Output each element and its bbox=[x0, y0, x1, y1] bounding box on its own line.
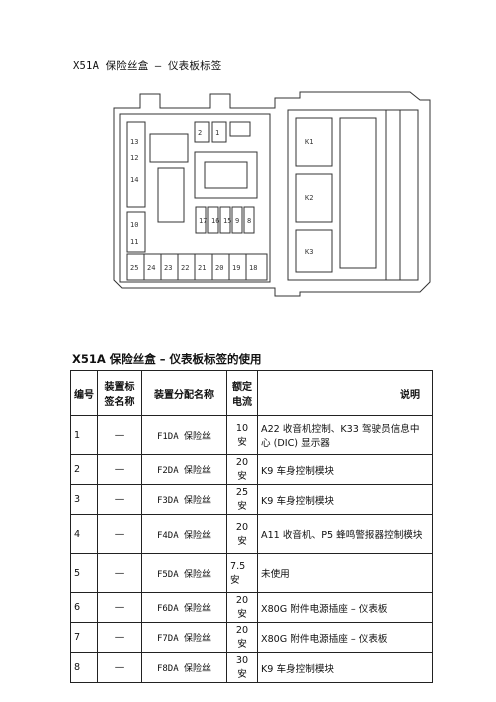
fuse-label: 1 bbox=[215, 129, 219, 137]
cell-name: F2DA 保险丝 bbox=[141, 454, 227, 485]
table-header-row: 编号 装置标签名称 装置分配名称 额定电流 说明 bbox=[70, 370, 433, 416]
table-row: 8 — F8DA 保险丝 30 安 K9 车身控制模块 bbox=[70, 652, 433, 683]
header-device-label: 装置标签名称 bbox=[97, 370, 142, 416]
cell-name: F3DA 保险丝 bbox=[141, 484, 227, 515]
table-row: 7 — F7DA 保险丝 20 安 X80G 附件电源插座 – 仪表板 bbox=[70, 622, 433, 653]
cell-current: 30 安 bbox=[226, 652, 258, 683]
fuse-label: 15 bbox=[223, 217, 231, 225]
relay-label-k1: K1 bbox=[305, 138, 313, 146]
fuse-label: 16 bbox=[211, 217, 219, 225]
header-distribution-name: 装置分配名称 bbox=[141, 370, 227, 416]
cell-current: 10 安 bbox=[226, 415, 258, 455]
fuse-label: 23 bbox=[164, 264, 172, 272]
cell-label: — bbox=[97, 622, 142, 653]
relay-label-k2: K2 bbox=[305, 194, 313, 202]
fuse-label: 24 bbox=[147, 264, 155, 272]
table-row: 6 — F6DA 保险丝 20 安 X80G 附件电源插座 – 仪表板 bbox=[70, 592, 433, 623]
cell-name: F4DA 保险丝 bbox=[141, 514, 227, 554]
cell-name: F7DA 保险丝 bbox=[141, 622, 227, 653]
header-description: 说明 bbox=[257, 370, 433, 416]
table-title: X51A 保险丝盒 – 仪表板标签的使用 bbox=[72, 352, 262, 366]
cell-current: 20 安 bbox=[226, 454, 258, 485]
table-row: 4 — F4DA 保险丝 20 安 A11 收音机、P5 蜂鸣警报器控制模块 bbox=[70, 514, 433, 554]
fuse-label: 11 bbox=[130, 238, 138, 246]
cell-name: F6DA 保险丝 bbox=[141, 592, 227, 623]
cell-no: 6 bbox=[70, 592, 98, 623]
cell-desc: K9 车身控制模块 bbox=[257, 652, 433, 683]
fuse-label: 20 bbox=[215, 264, 223, 272]
cell-desc: K9 车身控制模块 bbox=[257, 454, 433, 485]
cell-no: 8 bbox=[70, 652, 98, 683]
fuse-label: 21 bbox=[198, 264, 206, 272]
cell-name: F1DA 保险丝 bbox=[141, 415, 227, 455]
cell-desc: X80G 附件电源插座 – 仪表板 bbox=[257, 592, 433, 623]
page-title: X51A 保险丝盒 – 仪表板标签 bbox=[73, 60, 222, 72]
fuse-label: 2 bbox=[198, 129, 202, 137]
fuse-label: 8 bbox=[247, 217, 251, 225]
cell-current: 20 安 bbox=[226, 622, 258, 653]
cell-no: 4 bbox=[70, 514, 98, 554]
cell-no: 1 bbox=[70, 415, 98, 455]
cell-label: — bbox=[97, 454, 142, 485]
fuse-label: 12 bbox=[130, 154, 138, 162]
cell-label: — bbox=[97, 652, 142, 683]
fuse-label: 14 bbox=[130, 176, 138, 184]
fuse-label: 18 bbox=[249, 264, 257, 272]
cell-desc: 未使用 bbox=[257, 553, 433, 593]
cell-current: 7.5 安 bbox=[226, 553, 258, 593]
fuse-box-diagram: K1 K2 K3 13 12 14 10 11 2 1 17 16 15 9 8… bbox=[113, 91, 431, 297]
header-no: 编号 bbox=[70, 370, 98, 416]
cell-label: — bbox=[97, 514, 142, 554]
fuse-usage-table: 编号 装置标签名称 装置分配名称 额定电流 说明 1 — F1DA 保险丝 10… bbox=[70, 370, 433, 683]
cell-current: 20 安 bbox=[226, 592, 258, 623]
table-row: 5 — F5DA 保险丝 7.5 安 未使用 bbox=[70, 553, 433, 593]
fuse-label: 9 bbox=[235, 217, 239, 225]
cell-desc: X80G 附件电源插座 – 仪表板 bbox=[257, 622, 433, 653]
fuse-label: 19 bbox=[232, 264, 240, 272]
cell-current: 25 安 bbox=[226, 484, 258, 515]
table-row: 2 — F2DA 保险丝 20 安 K9 车身控制模块 bbox=[70, 454, 433, 485]
fuse-label: 17 bbox=[199, 217, 207, 225]
cell-label: — bbox=[97, 592, 142, 623]
cell-name: F8DA 保险丝 bbox=[141, 652, 227, 683]
table-row: 1 — F1DA 保险丝 10 安 A22 收音机控制、K33 驾驶员信息中心 … bbox=[70, 415, 433, 455]
cell-no: 2 bbox=[70, 454, 98, 485]
fuse-label: 10 bbox=[130, 221, 138, 229]
cell-no: 7 bbox=[70, 622, 98, 653]
cell-label: — bbox=[97, 553, 142, 593]
cell-no: 5 bbox=[70, 553, 98, 593]
cell-no: 3 bbox=[70, 484, 98, 515]
header-rated-current: 额定电流 bbox=[226, 370, 258, 416]
cell-desc: A11 收音机、P5 蜂鸣警报器控制模块 bbox=[257, 514, 433, 554]
cell-current: 20 安 bbox=[226, 514, 258, 554]
cell-desc: K9 车身控制模块 bbox=[257, 484, 433, 515]
relay-label-k3: K3 bbox=[305, 248, 313, 256]
cell-label: — bbox=[97, 484, 142, 515]
cell-desc: A22 收音机控制、K33 驾驶员信息中心 (DIC) 显示器 bbox=[257, 415, 433, 455]
fuse-label: 22 bbox=[181, 264, 189, 272]
cell-label: — bbox=[97, 415, 142, 455]
table-row: 3 — F3DA 保险丝 25 安 K9 车身控制模块 bbox=[70, 484, 433, 515]
fuse-label: 13 bbox=[130, 138, 138, 146]
cell-name: F5DA 保险丝 bbox=[141, 553, 227, 593]
fuse-label: 25 bbox=[130, 264, 138, 272]
